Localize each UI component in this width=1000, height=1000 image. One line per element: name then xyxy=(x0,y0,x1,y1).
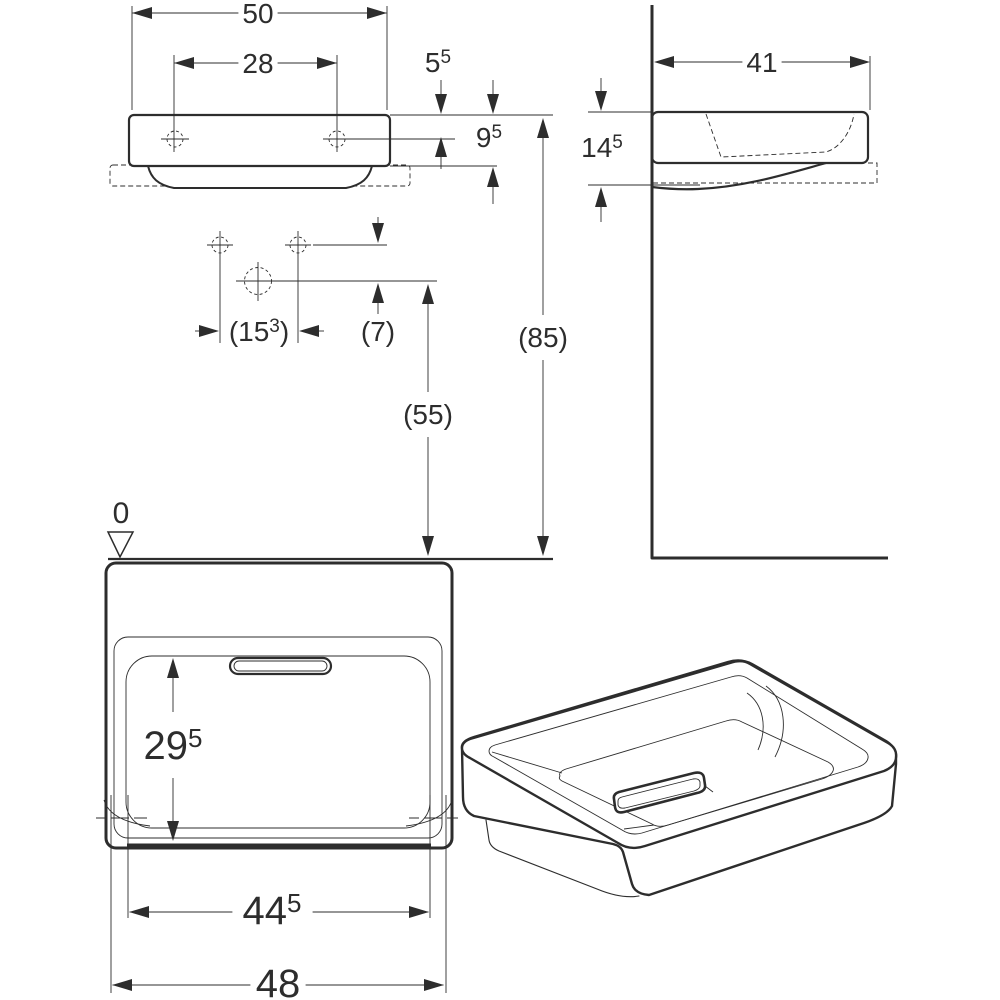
arrowhead-left xyxy=(654,56,674,68)
arrowhead-down xyxy=(167,821,179,841)
dim-label-55: (55) xyxy=(403,399,453,430)
overflow-slot-edge-tick xyxy=(704,785,714,793)
dim-label-48: 48 xyxy=(256,962,301,1000)
dim-bowl-depth: 295 xyxy=(144,658,203,841)
dim-side-height: 145 xyxy=(581,78,700,222)
arrowhead-up xyxy=(595,187,607,207)
dim-label-85: (85) xyxy=(518,322,568,353)
dim-deck-to-holes: 55 xyxy=(425,47,451,169)
arrowhead-up xyxy=(372,283,384,303)
dim-label-9-5: 95 xyxy=(476,122,502,153)
extension-lines xyxy=(110,795,447,993)
overflow-slot-3d xyxy=(612,771,714,814)
dim-side-depth: 41 xyxy=(654,47,871,110)
dim-tap-spacing: 28 xyxy=(173,48,338,152)
rim-inner-edge xyxy=(113,636,443,839)
arrowhead-right xyxy=(317,57,337,69)
dim-top-width: 50 xyxy=(131,0,388,110)
arrowhead-down xyxy=(487,94,499,114)
bowl-edge xyxy=(125,655,431,829)
arrowhead-down xyxy=(422,536,434,556)
arrowhead-left xyxy=(132,7,152,19)
dim-label-15-3: (153) xyxy=(229,316,289,347)
extension-lines xyxy=(127,795,431,918)
overflow-slot-inner xyxy=(233,660,328,672)
bowl-bottom-corner-curves xyxy=(103,799,453,827)
plan-view: 0 295 445 xyxy=(96,497,553,1000)
arrowhead-up xyxy=(167,658,179,678)
dim-rim-height: (85) xyxy=(518,118,568,556)
dim-label-41: 41 xyxy=(746,47,777,78)
tap-hole-left xyxy=(161,130,189,148)
dim-mount-width: 445 xyxy=(127,795,431,933)
dim-hole-spacing: (153) xyxy=(195,316,324,347)
arrowhead-right xyxy=(850,56,870,68)
basin-outline xyxy=(104,561,454,850)
basin-3d-wall-seams xyxy=(491,751,655,830)
arrowhead-up xyxy=(435,137,447,157)
basin-3d-foot xyxy=(485,819,640,898)
arrowhead-right xyxy=(409,906,429,918)
dim-apron-height: 95 xyxy=(476,80,502,204)
dim-label-28: 28 xyxy=(242,48,273,79)
hidden-trap-outline xyxy=(652,162,878,184)
perspective-view xyxy=(460,659,898,898)
basin-3d-corner-curves xyxy=(746,685,784,758)
bowl-underside-profile xyxy=(651,161,827,191)
dim-label-29-5: 295 xyxy=(144,723,203,768)
side-view: 41 145 xyxy=(581,5,888,560)
arrowhead-right xyxy=(367,7,387,19)
basin-body xyxy=(127,113,392,168)
arrowhead-left xyxy=(112,979,132,991)
basin-3d-rim-inner xyxy=(488,675,869,835)
tap-hole-mark-left xyxy=(207,231,233,343)
datum-label: 0 xyxy=(113,497,130,530)
arrowhead-up xyxy=(487,167,499,187)
extension-lines xyxy=(173,55,338,152)
dim-label-14-5: 145 xyxy=(581,132,623,163)
arrowhead-up xyxy=(537,118,549,138)
dim-trap-height: (55) xyxy=(403,284,453,556)
arrowhead-right xyxy=(424,979,444,991)
overflow-slot xyxy=(228,656,333,676)
arrowhead-left xyxy=(299,325,319,337)
arrowhead-down xyxy=(537,536,549,556)
dim-overall-width: 48 xyxy=(110,795,447,1000)
dim-label-7: (7) xyxy=(361,316,395,347)
bowl-underside xyxy=(146,165,374,189)
arrowhead-right xyxy=(199,325,219,337)
dim-label-5-5: 55 xyxy=(425,47,451,78)
datum-triangle xyxy=(106,531,135,559)
hidden-bowl-profile xyxy=(705,113,855,158)
arrowhead-left xyxy=(129,906,149,918)
tap-hole-mark-right xyxy=(285,231,311,343)
arrowhead-down xyxy=(435,94,447,114)
extension-lines xyxy=(131,6,388,110)
dim-label-50: 50 xyxy=(242,0,273,29)
wall-and-floor-line xyxy=(650,5,888,560)
drain-hole-mark xyxy=(236,262,437,301)
front-view: 50 28 55 95 xyxy=(109,0,553,204)
overflow-slot-outer xyxy=(228,656,333,676)
hole-position-detail: (153) (7) (55) (85) xyxy=(195,118,568,556)
dim-hole-offset: (7) xyxy=(361,217,395,347)
dim-label-44-5: 445 xyxy=(243,888,302,933)
overflow-slot-outer xyxy=(612,771,707,814)
arrowhead-up xyxy=(422,284,434,304)
arrowhead-down xyxy=(372,223,384,243)
arrowhead-down xyxy=(595,91,607,111)
arrowhead-left xyxy=(174,57,194,69)
overflow-slot-inner xyxy=(617,778,701,809)
basin-3d-rim-outer xyxy=(460,660,898,850)
